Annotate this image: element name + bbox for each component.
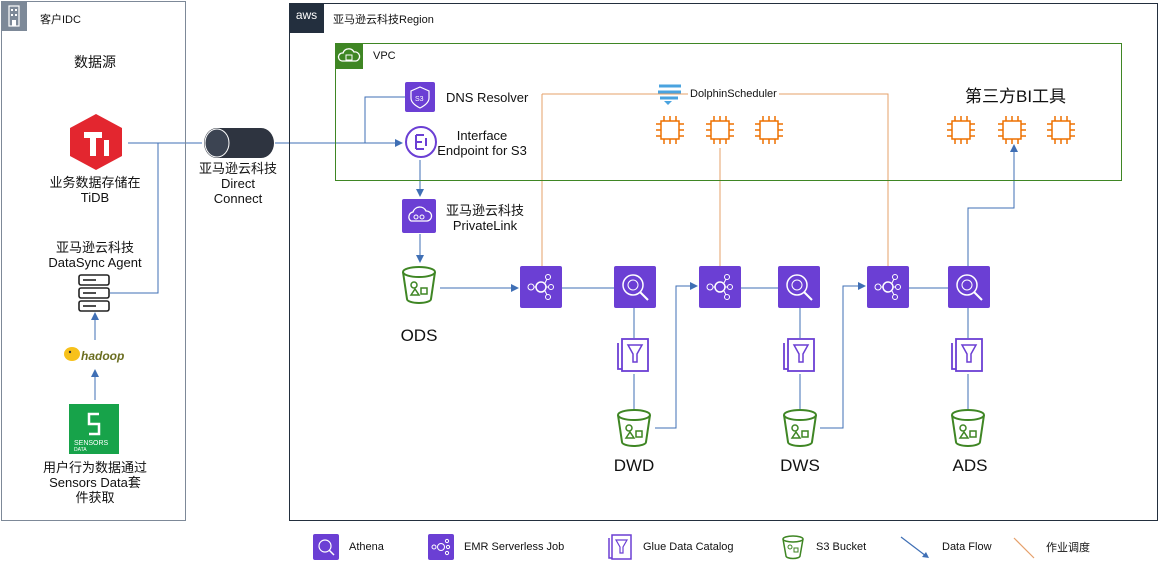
- datasync-agent-server-icon: [78, 274, 110, 312]
- legend-dataflow: Data Flow: [898, 532, 992, 562]
- flow-s3dwd-to-emr2: [655, 282, 698, 429]
- ec2-instance-icon: [1046, 115, 1076, 145]
- s3-bucket-ods-icon: [399, 265, 439, 305]
- vpc-panel: [335, 43, 1122, 181]
- emr-serverless-job-icon: [867, 266, 909, 308]
- aws-badge-text: aws: [295, 8, 318, 22]
- athena-icon: [614, 266, 656, 308]
- dwd-label: DWD: [613, 456, 655, 475]
- glue-data-catalog-icon: [607, 534, 633, 560]
- legend-glue-label: Glue Data Catalog: [643, 541, 734, 553]
- direct-connect-label: 亚马逊云科技 Direct Connect: [198, 161, 277, 206]
- dataflow-arrow-icon: [898, 534, 932, 560]
- flow-athena3-to-bi: [967, 144, 1018, 266]
- building-icon: [1, 1, 27, 31]
- data-source-title: 数据源: [74, 54, 116, 70]
- interface-endpoint-icon: [404, 125, 438, 159]
- sensors-data-logo-icon: SENSORS DATA: [69, 404, 119, 454]
- dolphinscheduler-label: DolphinScheduler: [688, 88, 779, 100]
- aws-region-panel: [289, 3, 1158, 521]
- dns-resolver-label: DNS Resolver: [446, 90, 529, 105]
- s3-bucket-dwd-icon: [614, 408, 654, 448]
- hadoop-text: hadoop: [81, 349, 124, 363]
- privatelink-icon: [402, 199, 436, 233]
- glue-data-catalog-icon: [950, 337, 986, 373]
- glue-data-catalog-icon: [616, 337, 652, 373]
- region-title: 亚马逊云科技Region: [333, 14, 434, 26]
- customer-idc-panel: [1, 1, 186, 521]
- idc-title: 客户IDC: [40, 14, 81, 26]
- ec2-instance-icon: [754, 115, 784, 145]
- flow-dns-to-endpoint: [364, 96, 405, 143]
- ec2-instance-icon: [655, 115, 685, 145]
- dns-resolver-icon: S3: [405, 82, 435, 112]
- legend-dataflow-label: Data Flow: [942, 541, 992, 553]
- interface-endpoint-label: Interface Endpoint for S3: [437, 128, 527, 158]
- emr-serverless-job-icon: [520, 266, 562, 308]
- tidb-label: 业务数据存储在 TiDB: [49, 175, 141, 205]
- ec2-instance-icon: [705, 115, 735, 145]
- schedule-lines: [541, 93, 889, 268]
- s3-bucket-icon: [780, 534, 806, 560]
- emr-serverless-job-icon: [699, 266, 741, 308]
- hadoop-logo-icon: hadoop: [62, 342, 130, 368]
- schedule-line: [542, 93, 889, 268]
- glue-data-catalog-icon: [782, 337, 818, 373]
- ads-label: ADS: [952, 456, 988, 475]
- dataflow-lines: [91, 96, 1018, 429]
- ec2-instance-icon: [997, 115, 1027, 145]
- legend-emr: EMR Serverless Job: [428, 532, 564, 562]
- sensors-label: 用户行为数据通过 Sensors Data套 件获取: [42, 460, 147, 505]
- s3-bucket-dws-icon: [780, 408, 820, 448]
- ods-label: ODS: [400, 326, 438, 345]
- athena-icon: [948, 266, 990, 308]
- legend-athena-label: Athena: [349, 541, 384, 553]
- vpc-title: VPC: [373, 50, 396, 62]
- athena-icon: [313, 534, 339, 560]
- legend-schedule: 作业调度: [1012, 532, 1090, 562]
- aws-logo-icon: aws: [289, 3, 324, 33]
- emr-serverless-job-icon: [428, 534, 454, 560]
- schedule-line-icon: [1012, 534, 1036, 560]
- svg-text:DATA: DATA: [74, 447, 87, 453]
- s3-bucket-ads-icon: [948, 408, 988, 448]
- bi-tools-title: 第三方BI工具: [965, 87, 1067, 106]
- dolphinscheduler-logo-icon: [656, 82, 684, 106]
- vpc-cloud-icon: [335, 43, 363, 69]
- tidb-logo-icon: [67, 112, 125, 172]
- legend-emr-label: EMR Serverless Job: [464, 541, 565, 553]
- dws-label: DWS: [780, 456, 820, 475]
- datasync-label: 亚马逊云科技 DataSync Agent: [48, 240, 142, 270]
- legend-athena: Athena: [313, 532, 384, 562]
- privatelink-label: 亚马逊云科技 PrivateLink: [445, 203, 524, 233]
- dns-s3-badge: S3: [415, 96, 424, 103]
- ec2-instance-icon: [946, 115, 976, 145]
- legend-s3: S3 Bucket: [780, 532, 866, 562]
- legend-schedule-label: 作业调度: [1046, 542, 1090, 554]
- flow-s3dws-to-emr3: [820, 282, 866, 429]
- flow-datasync-to-dx: [110, 143, 159, 294]
- legend-glue: Glue Data Catalog: [607, 532, 734, 562]
- athena-icon: [778, 266, 820, 308]
- legend-s3-label: S3 Bucket: [816, 541, 867, 553]
- direct-connect-icon: [203, 127, 275, 159]
- svg-text:SENSORS: SENSORS: [74, 440, 109, 447]
